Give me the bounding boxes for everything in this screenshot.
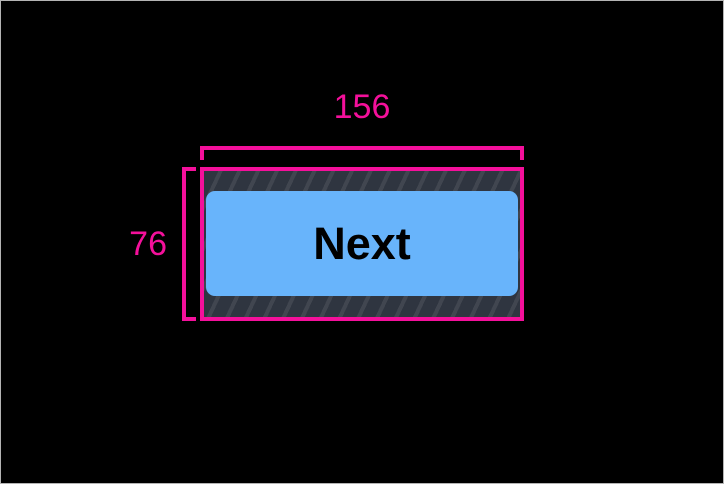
height-measurement-label: 76 [129, 225, 167, 263]
next-button[interactable]: Next [206, 191, 518, 296]
element-highlight-outline [200, 167, 524, 321]
width-measurement-bracket [200, 146, 524, 160]
width-measurement-label: 156 [333, 88, 391, 126]
inspected-element[interactable]: Next [200, 167, 524, 321]
next-button-label: Next [313, 218, 411, 269]
height-measurement-bracket [182, 167, 196, 321]
